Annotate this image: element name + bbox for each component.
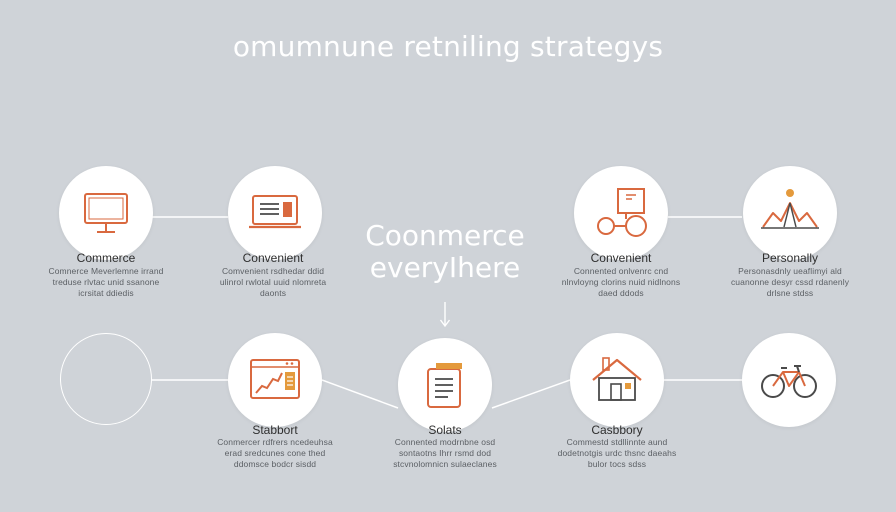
house-icon: [589, 354, 645, 406]
center-heading-line-2: everyIhere: [369, 251, 521, 284]
node-personally: [743, 166, 837, 260]
node-empty: [60, 333, 152, 425]
node-description: Personasdnly ueaflimyi ald cuanonne desy…: [730, 266, 850, 298]
center-heading-line-1: Coonmerce: [365, 219, 525, 252]
tents-icon: [759, 187, 821, 239]
page-title: omumnune retniling strategys: [232, 30, 664, 63]
arrow-down-icon: [439, 302, 451, 328]
node-description: Connented onlvenrc cnd nlnvloyng clorins…: [561, 266, 681, 298]
node-bicycle: [742, 333, 836, 427]
monitor-icon: [80, 187, 132, 239]
node-label: Solats: [428, 423, 462, 437]
node-label: Convenient: [590, 251, 652, 265]
node-solats: [398, 338, 492, 432]
bicycle-icon: [759, 358, 819, 402]
node-label: Commerce: [76, 251, 136, 265]
node-convenient-1: [228, 166, 322, 260]
connector-line: [491, 379, 571, 409]
node-casbbory: [570, 333, 664, 427]
node-label: Convenient: [242, 251, 304, 265]
node-label: Stabbort: [252, 423, 298, 437]
package-icon: [590, 185, 652, 241]
documents-icon: [420, 359, 470, 411]
node-description: Conmercer rdfrers ncedeuhsa erad sredcun…: [217, 437, 333, 469]
node-description: Commestd stdllinnte aund dodetnotgis urd…: [557, 437, 677, 469]
node-label: Personally: [761, 251, 819, 265]
node-description: Connented modrnbne osd sontaotns Ihrr rs…: [393, 437, 497, 469]
connector-line: [321, 379, 399, 409]
node-description: Comvenient rsdhedar ddid ulinrol rwlotal…: [219, 266, 327, 298]
node-label: Casbbory: [591, 423, 643, 437]
node-convenient-2: [574, 166, 668, 260]
node-stabbort: [228, 333, 322, 427]
center-heading: Coonmerce everyIhere: [330, 220, 560, 284]
node-commerce: [59, 166, 153, 260]
node-description: Comnerce Meverlemne irrand treduse rlvta…: [48, 266, 164, 298]
analytics-icon: [247, 354, 303, 406]
laptop-icon: [247, 187, 303, 239]
